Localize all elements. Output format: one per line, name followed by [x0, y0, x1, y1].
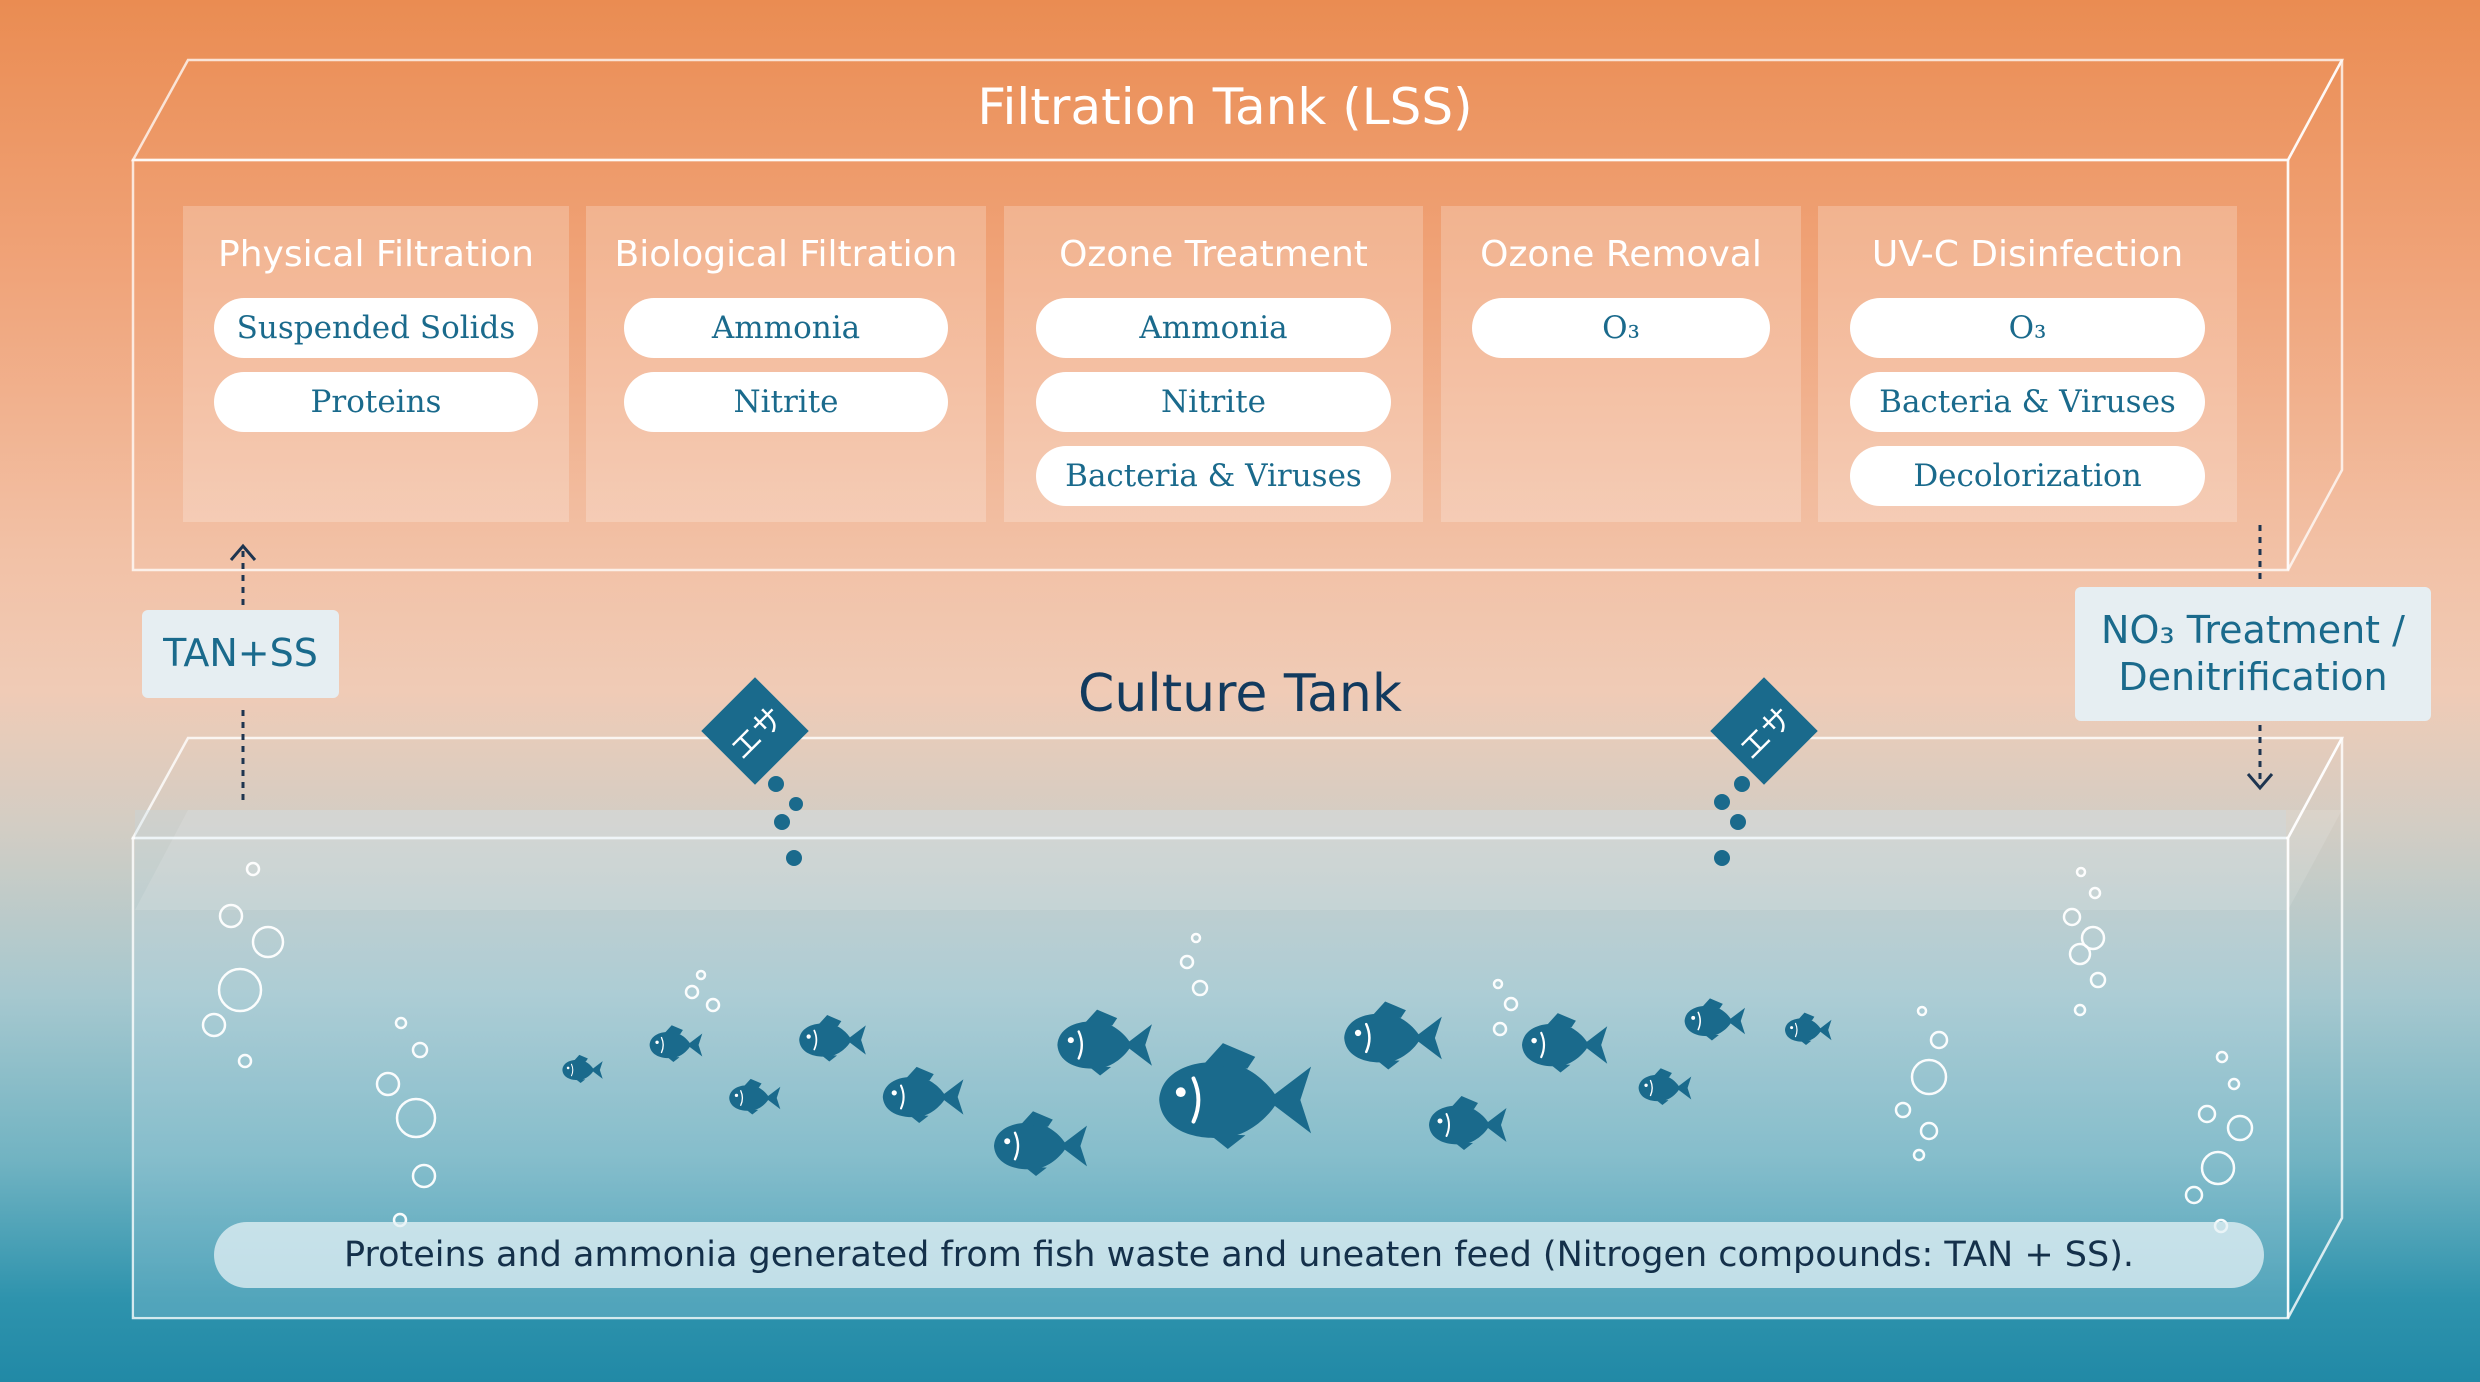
arrow-up-to-filtration — [229, 543, 257, 800]
bubbles — [201, 861, 2254, 1234]
no3-treatment-line2: Denitrification — [2118, 655, 2388, 699]
stage-item: Suspended Solids — [214, 298, 538, 358]
culture-tank-title: Culture Tank — [1078, 664, 1402, 724]
stage-item: O₃ — [1850, 298, 2205, 358]
stage-item: Proteins — [214, 372, 538, 432]
stage-ozone-treatment: Ozone Treatment Ammonia Nitrite Bacteria… — [1004, 206, 1423, 522]
stage-physical-filtration: Physical Filtration Suspended Solids Pro… — [183, 206, 569, 522]
feed-pellets-left — [768, 776, 803, 866]
feed-bag-right-icon: エサ — [1710, 677, 1818, 785]
filtration-tank-outline — [130, 58, 2345, 572]
no3-treatment-label: NO₃ Treatment / Denitrification — [2075, 587, 2431, 721]
stage-ozone-removal: Ozone Removal O₃ — [1441, 206, 1801, 522]
feed-label: エサ — [723, 699, 792, 768]
stage-uvc-disinfection: UV-C Disinfection O₃ Bacteria & Viruses … — [1818, 206, 2237, 522]
arrow-down-to-culture — [2246, 525, 2274, 791]
stage-item: Ammonia — [1036, 298, 1391, 358]
culture-tank-outline — [130, 736, 2345, 1320]
stage-item: O₃ — [1472, 298, 1770, 358]
stage-title: Physical Filtration — [218, 234, 534, 275]
stage-item: Nitrite — [1036, 372, 1391, 432]
culture-tank-note: Proteins and ammonia generated from fish… — [214, 1222, 2264, 1288]
stage-title: Ozone Removal — [1480, 234, 1762, 275]
stage-title: Biological Filtration — [614, 234, 958, 275]
no3-treatment-line1: NO₃ Treatment / — [2101, 607, 2405, 652]
stage-item: Nitrite — [624, 372, 948, 432]
tan-ss-label: TAN+SS — [142, 610, 339, 698]
stage-item: Bacteria & Viruses — [1036, 446, 1391, 506]
stage-biological-filtration: Biological Filtration Ammonia Nitrite — [586, 206, 986, 522]
water-surface — [135, 810, 2342, 910]
feed-label: エサ — [1732, 699, 1801, 768]
feed-pellets-right — [1714, 776, 1750, 866]
stage-item: Ammonia — [624, 298, 948, 358]
stage-title: UV-C Disinfection — [1871, 234, 2184, 275]
stage-item: Bacteria & Viruses — [1850, 372, 2205, 432]
stage-item: Decolorization — [1850, 446, 2205, 506]
stage-title: Ozone Treatment — [1059, 234, 1368, 275]
filtration-tank-title: Filtration Tank (LSS) — [977, 78, 1473, 136]
feed-bag-left-icon: エサ — [701, 677, 809, 785]
